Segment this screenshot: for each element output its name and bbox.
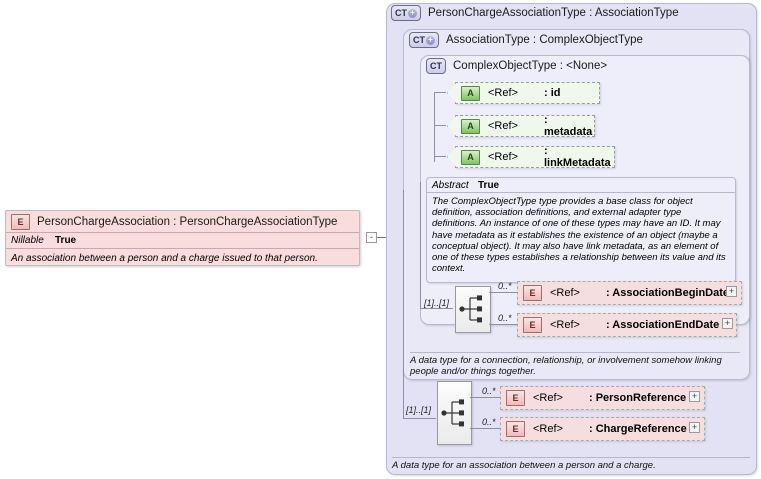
attribute-ref-label: <Ref> bbox=[488, 120, 518, 132]
collapse-toggle-button[interactable]: - bbox=[366, 232, 377, 243]
connector-to-association-end-date bbox=[489, 324, 517, 325]
attribute-badge-icon: A bbox=[461, 85, 480, 101]
attribute-tree-branch bbox=[434, 156, 446, 157]
attribute-name: : id bbox=[543, 87, 561, 99]
root-element-box[interactable]: E PersonChargeAssociation : PersonCharge… bbox=[5, 210, 360, 266]
attribute-tree-trunk bbox=[434, 92, 435, 162]
complex-object-type-documentation: The ComplexObjectType type provides a ba… bbox=[432, 196, 726, 275]
element-badge-icon: E bbox=[506, 390, 525, 406]
element-row-content: E <Ref> : AssociationBeginDate bbox=[518, 285, 741, 301]
panel-title-text: ComplexObjectType : <None> bbox=[453, 60, 608, 72]
attribute-tree-branch bbox=[434, 92, 446, 93]
element-badge-icon: E bbox=[11, 213, 30, 230]
connector-mid-sequence-vertical bbox=[420, 182, 421, 309]
panel-title-text: AssociationType : ComplexObjectType bbox=[446, 34, 643, 46]
abstract-row: Abstract True bbox=[427, 178, 735, 193]
root-element-title: PersonChargeAssociation : PersonChargeAs… bbox=[37, 215, 338, 228]
element-row-content: E <Ref> : AssociationEndDate bbox=[518, 317, 736, 333]
attribute-row-content: A <Ref> : metadata bbox=[456, 114, 594, 138]
attribute-ref-label: <Ref> bbox=[488, 87, 518, 99]
element-ref-label: <Ref> bbox=[550, 319, 580, 331]
complex-type-badge-icon: CT bbox=[426, 58, 446, 74]
attribute-name: : linkMetadata bbox=[543, 145, 611, 169]
element-badge-icon: E bbox=[506, 421, 525, 437]
panel-complex-object-type-title: CT ComplexObjectType : <None> bbox=[426, 58, 607, 74]
attribute-ref-label: <Ref> bbox=[488, 151, 518, 163]
outer-type-footer: A data type for an association between a… bbox=[392, 457, 750, 471]
element-row-person-reference[interactable]: E <Ref> : PersonReference bbox=[500, 386, 705, 410]
connector-mid-sequence-in bbox=[420, 308, 453, 309]
element-ref-label: <Ref> bbox=[533, 392, 563, 404]
abstract-value: True bbox=[478, 179, 500, 191]
occurrence-charge-reference: 0..* bbox=[482, 417, 496, 427]
occurrence-association-begin-date: 0..* bbox=[498, 281, 512, 291]
expand-button-association-begin-date[interactable]: + bbox=[726, 286, 737, 297]
element-ref-label: <Ref> bbox=[533, 423, 563, 435]
expand-button-charge-reference[interactable]: + bbox=[689, 422, 700, 433]
panel-title-text: PersonChargeAssociationType : Associatio… bbox=[428, 7, 679, 19]
mid-type-footer: A data type for a connection, relationsh… bbox=[410, 352, 740, 377]
element-badge-icon: E bbox=[523, 317, 542, 333]
element-row-content: E <Ref> : ChargeReference bbox=[501, 421, 704, 437]
element-badge-icon: E bbox=[523, 285, 542, 301]
attribute-tree-branch bbox=[434, 125, 446, 126]
connector-outer-sequence-vertical bbox=[403, 190, 404, 419]
panel-association-type-title: CT + AssociationType : ComplexObjectType bbox=[409, 32, 643, 48]
element-row-association-begin-date[interactable]: E <Ref> : AssociationBeginDate bbox=[517, 281, 742, 305]
expand-button-person-reference[interactable]: + bbox=[689, 391, 700, 402]
attribute-row-id[interactable]: A <Ref> : id bbox=[447, 82, 600, 104]
complex-type-badge-icon: CT + bbox=[409, 32, 439, 48]
element-name: : AssociationBeginDate bbox=[605, 287, 730, 299]
connector-root-to-type bbox=[377, 237, 389, 238]
attribute-row-content: A <Ref> : linkMetadata bbox=[456, 145, 614, 169]
element-name: : AssociationEndDate bbox=[605, 319, 720, 331]
connector-to-charge-reference bbox=[470, 428, 500, 429]
element-name: : ChargeReference bbox=[588, 423, 687, 435]
sequence-compositor-outer[interactable] bbox=[437, 381, 472, 445]
outer-sequence-occurrence: [1]..[1] bbox=[406, 405, 432, 415]
plus-icon: + bbox=[426, 35, 435, 45]
abstract-label: Abstract bbox=[432, 179, 469, 191]
plus-icon: + bbox=[408, 8, 417, 18]
complex-type-badge-icon: CT + bbox=[391, 5, 421, 21]
nillable-label: Nillable bbox=[11, 235, 44, 246]
panel-person-charge-association-type-title: CT + PersonChargeAssociationType : Assoc… bbox=[391, 5, 679, 21]
connector-to-person-reference bbox=[470, 397, 500, 398]
element-name: : PersonReference bbox=[588, 392, 687, 404]
root-element-documentation: An association between a person and a ch… bbox=[11, 253, 318, 264]
element-row-content: E <Ref> : PersonReference bbox=[501, 390, 704, 406]
expand-button-association-end-date[interactable]: + bbox=[722, 318, 733, 329]
occurrence-person-reference: 0..* bbox=[482, 386, 496, 396]
element-row-charge-reference[interactable]: E <Ref> : ChargeReference bbox=[500, 417, 705, 441]
ct-badge-label: CT bbox=[430, 61, 442, 71]
attribute-row-content: A <Ref> : id bbox=[456, 85, 599, 101]
root-element-header: E PersonChargeAssociation : PersonCharge… bbox=[6, 211, 359, 233]
abstract-documentation-block: Abstract True The ComplexObjectType type… bbox=[426, 177, 736, 283]
occurrence-association-end-date: 0..* bbox=[498, 313, 512, 323]
connector-outer-sequence-in bbox=[403, 418, 436, 419]
sequence-compositor-mid[interactable] bbox=[455, 286, 491, 333]
element-ref-label: <Ref> bbox=[550, 287, 580, 299]
mid-sequence-occurrence: [1]..[1] bbox=[424, 298, 450, 308]
attribute-row-metadata[interactable]: A <Ref> : metadata bbox=[447, 114, 595, 138]
attribute-row-linkmetadata[interactable]: A <Ref> : linkMetadata bbox=[447, 145, 615, 169]
sequence-icon bbox=[441, 399, 464, 427]
attribute-name: : metadata bbox=[543, 114, 593, 138]
attribute-badge-icon: A bbox=[461, 149, 480, 165]
connector-to-association-begin-date bbox=[489, 292, 517, 293]
ct-badge-label: CT bbox=[413, 35, 425, 45]
element-row-association-end-date[interactable]: E <Ref> : AssociationEndDate bbox=[517, 313, 737, 337]
attribute-badge-icon: A bbox=[461, 118, 480, 134]
ct-badge-label: CT bbox=[395, 8, 407, 18]
sequence-icon bbox=[459, 295, 482, 323]
root-element-property-row: Nillable True bbox=[6, 233, 359, 249]
nillable-value: True bbox=[55, 235, 77, 246]
